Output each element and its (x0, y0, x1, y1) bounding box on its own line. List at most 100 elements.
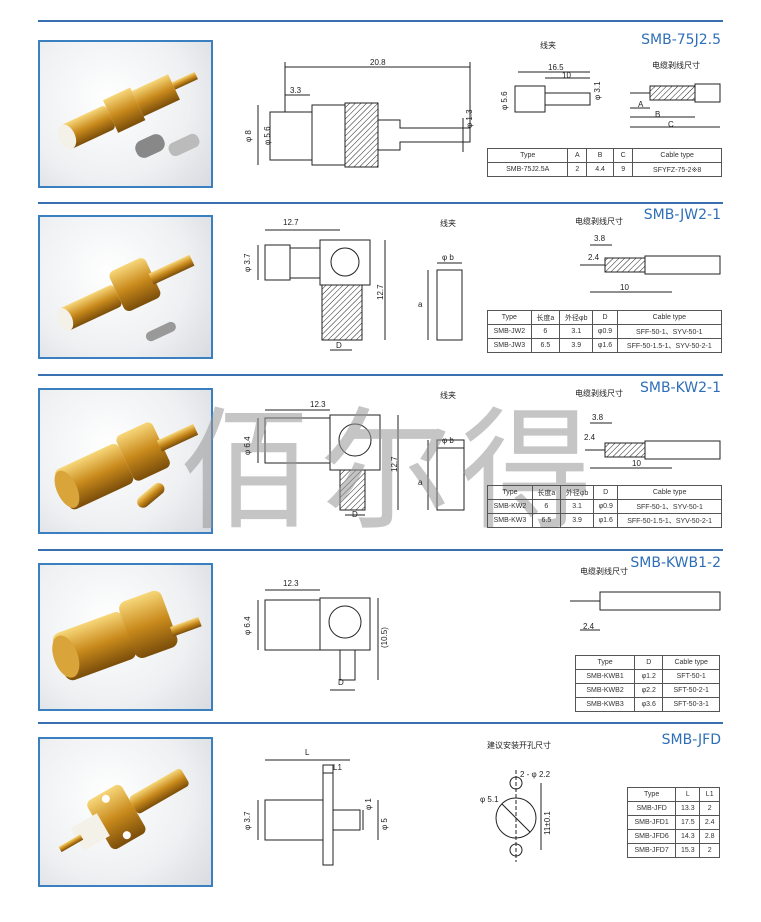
dimension-label: D (338, 678, 344, 687)
dimension-label: D (352, 510, 358, 519)
table-cell: SFT-50-1 (662, 669, 720, 684)
dimension-label: L (305, 748, 310, 757)
dimension-label: 10 (632, 459, 641, 468)
table-cell: φ3.6 (634, 697, 664, 712)
dimension-label: 2.4 (584, 433, 596, 442)
dimension-label: a (418, 300, 423, 309)
table-cell: φ1.6 (593, 513, 619, 528)
section-divider (38, 722, 723, 724)
dimension-label: 3.3 (290, 86, 302, 95)
column-header: L1 (699, 787, 720, 802)
dimension-label: a (418, 478, 423, 487)
table-cell: 13.3 (675, 801, 701, 816)
column-header: Type (574, 655, 636, 670)
table-cell: 15.3 (675, 843, 701, 858)
table-cell: SFYFZ-75-2※8 (632, 162, 722, 177)
dimension-label: φ 5.6 (263, 126, 272, 145)
column-header: 长度a (531, 485, 561, 500)
table-cell: SMB-JFD7 (626, 843, 677, 858)
column-header: Type (626, 787, 677, 802)
cable-strip-label: 电缆剥线尺寸 (580, 567, 628, 576)
dimension-label: 3.8 (592, 413, 604, 422)
section-divider (38, 202, 723, 204)
table-cell: SFT-50-3-1 (662, 697, 720, 712)
table-cell: 6 (530, 324, 561, 339)
column-header: D (593, 485, 619, 500)
dimension-label: 12.7 (390, 456, 399, 472)
table-cell: SMB-JW2 (487, 324, 532, 339)
dimension-label: φ 5.6 (500, 91, 509, 110)
clamp-label: 线夹 (440, 219, 456, 228)
dimension-label: φ 1 (364, 798, 373, 810)
clamp-label: 线夹 (440, 391, 456, 400)
table-cell: SMB-KWB2 (574, 683, 636, 698)
product-photo (38, 737, 213, 887)
cable-strip-label: 电缆剥线尺寸 (652, 61, 700, 70)
column-header: L (675, 787, 701, 802)
table-cell: SMB-KW2 (487, 499, 533, 514)
table-cell: 9 (612, 162, 634, 177)
dimension-label: 10 (620, 283, 629, 292)
product-photo (38, 563, 213, 711)
product-title: SMB-JFD (661, 732, 721, 748)
table-cell: 6 (531, 499, 561, 514)
table-cell: φ1.6 (592, 338, 618, 353)
column-header: Cable type (632, 148, 722, 163)
dimension-label: B (655, 110, 661, 119)
cable-strip-label: 电缆剥线尺寸 (575, 217, 623, 226)
table-cell: SMB-JFD6 (626, 829, 677, 844)
column-header: 外径φb (559, 310, 594, 325)
section-divider (38, 374, 723, 376)
dimension-label: 10 (562, 71, 571, 80)
dimension-label: φ 3.1 (593, 81, 602, 100)
dimension-label: 2 - φ 2.2 (520, 770, 551, 779)
dimension-label: C (668, 120, 674, 129)
dimension-label: φ 8 (244, 130, 253, 142)
dimension-label: 2.4 (583, 622, 595, 631)
dimension-label: L1 (333, 763, 342, 772)
column-header: D (592, 310, 618, 325)
table-cell: 2.8 (699, 829, 720, 844)
dimension-label: φ 6.4 (243, 616, 252, 635)
table-cell: SMB-JFD1 (626, 815, 677, 830)
column-header: Type (487, 310, 532, 325)
column-header: D (634, 655, 664, 670)
table-cell: SMB-JFD (626, 801, 677, 816)
table-cell: 2 (699, 843, 720, 858)
table-cell: 6.5 (530, 338, 561, 353)
column-header: 长度a (530, 310, 561, 325)
table-cell: 17.5 (675, 815, 701, 830)
table-cell: 2.4 (699, 815, 720, 830)
dimension-label: φ 3.7 (243, 811, 252, 830)
dimension-label: φ 1.3 (465, 109, 474, 128)
table-cell: SFF-50-1、SYV-50-1 (617, 499, 722, 514)
table-cell: 2 (567, 162, 588, 177)
dimension-label: D (336, 341, 342, 350)
table-cell: 3.1 (559, 324, 594, 339)
section-divider (38, 20, 723, 22)
column-header: B (586, 148, 614, 163)
table-cell: φ2.2 (634, 683, 664, 698)
column-header: C (612, 148, 634, 163)
column-header: Type (486, 148, 569, 163)
dimension-label: φ 3.7 (243, 253, 252, 272)
column-header: Cable type (662, 655, 720, 670)
table-cell: φ0.9 (592, 324, 618, 339)
dimension-label: 12.3 (283, 579, 299, 588)
table-cell: 3.9 (559, 513, 595, 528)
product-title: SMB-KWB1-2 (630, 555, 721, 571)
